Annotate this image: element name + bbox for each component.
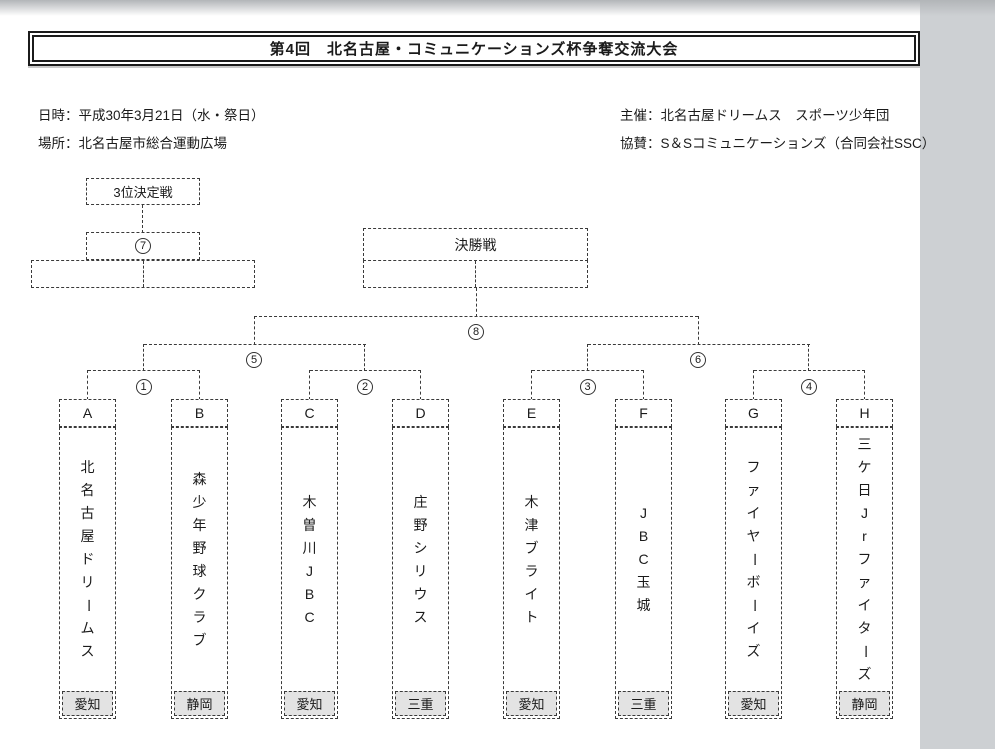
team-column: 庄野シリウス三重	[392, 427, 449, 719]
bracket-line	[530, 370, 532, 400]
bracket-line	[419, 370, 421, 400]
team-prefecture: 愛知	[284, 691, 335, 716]
event-sponsor: 協賛：S＆Sコミュニケーションズ（合同会社SSC）	[620, 136, 936, 151]
third-place-label: 3位決定戦	[113, 185, 173, 200]
team-seed-box: B	[171, 399, 228, 427]
team-name: 庄野シリウス	[413, 493, 428, 625]
team-seed-box: H	[836, 399, 893, 427]
third-place-match-box: 7	[86, 232, 200, 260]
final-slots-box	[363, 260, 588, 288]
bracket-line	[697, 316, 699, 345]
bracket-line	[863, 370, 865, 400]
match-number: 6	[690, 352, 706, 368]
event-organizer: 主催：北名古屋ドリームス スポーツ少年団	[620, 108, 890, 123]
bracket-line	[364, 344, 366, 371]
third-place-slots-box	[31, 260, 255, 288]
page-title: 第4回 北名古屋・コミュニケーションズ杯争奪交流大会	[32, 35, 916, 62]
final-title-box: 決勝戦	[363, 228, 588, 261]
match-number: 7	[135, 238, 151, 254]
match-number: 2	[357, 379, 373, 395]
final-label: 決勝戦	[454, 236, 497, 253]
team-prefecture: 静岡	[174, 691, 225, 716]
match-number: 5	[246, 352, 262, 368]
slot-divider	[475, 261, 477, 287]
bracket-line	[143, 344, 366, 345]
team-seed-box: C	[281, 399, 338, 427]
page-top-shade	[0, 0, 995, 16]
team-column: 木津ブライト愛知	[503, 427, 560, 719]
match-number: 8	[468, 324, 484, 340]
team-prefecture: 静岡	[839, 691, 890, 716]
team-prefecture: 三重	[395, 691, 446, 716]
bracket-line	[808, 344, 810, 371]
team-column: 森少年野球クラブ静岡	[171, 427, 228, 719]
match-number: 1	[135, 379, 152, 395]
team-name: 木津ブライト	[524, 493, 539, 625]
team-seed-box: F	[615, 399, 672, 427]
bracket-line	[253, 316, 255, 345]
team-name: 北名古屋ドリームス	[80, 459, 96, 659]
bracket-line	[587, 344, 810, 345]
bracket-line	[142, 344, 144, 371]
team-prefecture: 三重	[618, 691, 669, 716]
bracket-line	[752, 370, 754, 400]
bracket-line	[254, 316, 699, 317]
team-column: 北名古屋ドリームス愛知	[59, 427, 116, 719]
bracket-line	[308, 370, 310, 400]
team-seed-box: G	[725, 399, 782, 427]
bracket-line	[642, 370, 644, 400]
match-number: 4	[801, 379, 817, 395]
bracket-line	[475, 288, 477, 317]
third-place-title-box: 3位決定戦	[86, 178, 200, 205]
team-prefecture: 愛知	[506, 691, 557, 716]
team-prefecture: 愛知	[62, 691, 113, 716]
team-seed-box: D	[392, 399, 449, 427]
team-seed-box: E	[503, 399, 560, 427]
team-column: ファイヤーボーイズ愛知	[725, 427, 782, 719]
team-seed-box: A	[59, 399, 116, 427]
bracket-line	[198, 370, 200, 400]
team-name: 森少年野球クラブ	[192, 470, 207, 648]
bracket-line	[142, 205, 144, 233]
bracket-line	[586, 344, 588, 371]
team-prefecture: 愛知	[728, 691, 779, 716]
bracket-line	[86, 370, 88, 400]
team-name: ファイヤーボーイズ	[746, 459, 762, 659]
event-venue: 場所：北名古屋市総合運動広場	[38, 136, 227, 151]
event-datetime: 日時：平成30年3月21日（水・祭日）	[38, 108, 265, 123]
match-number: 3	[579, 379, 596, 395]
slot-divider	[142, 261, 144, 287]
page-right-margin	[920, 0, 995, 749]
title-box: 第4回 北名古屋・コミュニケーションズ杯争奪交流大会	[28, 31, 920, 66]
